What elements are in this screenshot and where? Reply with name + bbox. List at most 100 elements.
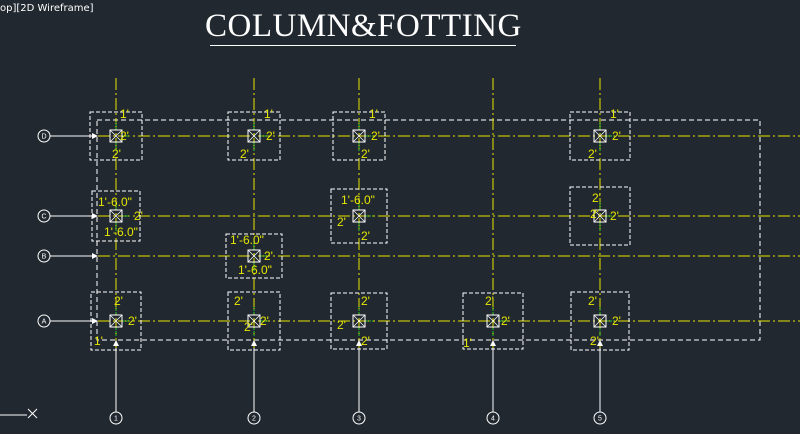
column-square [109,314,123,328]
footing-d5: 1' 2' 2' [569,107,631,161]
dimension-label: 1'-6.0" [98,195,132,209]
arrow-icon [92,213,98,219]
column-hatch [352,209,366,223]
column-hatch [593,314,607,328]
dimension-label: 1' [94,334,103,348]
grid-lines [58,78,800,398]
dimension-label: 2' [592,191,601,205]
viewport-label[interactable]: op][2D Wireframe] [0,3,94,14]
grid-bubble-label: 4 [491,416,495,423]
outline-rect [96,119,761,341]
footing-d3: 1' 2'2' [332,107,386,161]
footings-layer: 1'2'2'1'2'2'1'2'2'1'2'2'1'-6.0"1'-6.0"2'… [89,107,631,351]
column-hatch [486,314,500,328]
dimension-label: 1' [120,107,129,121]
dimension-label: 2' [588,147,597,161]
grid-bubble-label: A [42,319,47,326]
dimension-label: 1'-6.0" [230,233,264,247]
column-square [247,129,261,143]
dimension-label: 2' [266,129,275,143]
dimension-label: 2' [590,207,599,221]
footing-outline [569,111,631,161]
dimension-label: 2' [501,314,510,328]
column-square [593,129,607,143]
grid-bubble-label: C [41,214,46,221]
dimension-label: 2' [361,229,370,243]
column-square [486,314,500,328]
column-hatch [109,129,123,143]
column-hatch [352,314,366,328]
grid-bubble-label: B [42,254,47,261]
column-hatch [593,209,607,223]
dimension-label: 2' [588,294,597,308]
column-hatch [247,129,261,143]
column-hatch [109,209,123,223]
footing-outline [225,233,283,279]
arrow-icon [356,340,362,346]
dimension-label: 2' [361,294,370,308]
column-square [247,314,261,328]
grid-bubble-label: D [41,134,46,141]
dimension-label: 1' [264,107,273,121]
dimension-label: 2' [361,147,370,161]
column-square [109,209,123,223]
grid-bubbles-layer: D C B A 1 2 3 4 5 [37,129,607,425]
arrow-icon [92,253,98,259]
grid-bubble-label: 1 [114,416,118,423]
arrow-icon [113,340,119,346]
dimension-label: 2' [260,314,269,328]
column-square [247,249,261,263]
dimension-label: 1'-6.0" [238,263,272,277]
column-hatch [109,314,123,328]
grid-bubble-label: 5 [598,416,602,423]
arrow-icon [92,318,98,324]
column-hatch [247,314,261,328]
column-square [352,129,366,143]
dimension-label: 2' [112,147,121,161]
dimension-label: 2' [114,294,123,308]
dimension-label: 2' [244,320,253,334]
footing-c3: 1'-6.0"2'2' [330,188,388,244]
dimension-label: 2' [264,249,273,263]
title-underline [210,45,516,46]
grid-bubble-label: 2 [252,416,256,423]
dimension-label: 2' [361,334,370,348]
footing-outline [330,188,388,244]
footing-d2: 1' 2' 2' [227,107,281,161]
footing-c5: 2' 2' 2' [569,186,631,246]
column-hatch [247,249,261,263]
dimension-label: 2' [610,209,619,223]
column-square [109,129,123,143]
arrow-icon [92,133,98,139]
dimension-label: 2' [590,334,599,348]
column-square [593,314,607,328]
dimension-label: 2' [612,129,621,143]
dimension-label: 2' [128,314,137,328]
footing-c1: 1'-6.0"1'-6.0"2' [91,190,143,242]
dimension-label: 1'-6.0" [341,193,375,207]
arrow-icon [251,340,257,346]
footing-outline [332,111,386,161]
dimension-label: 2' [120,129,129,143]
dimension-label: 1' [369,107,378,121]
drawing-title: COLUMN&FOTTING [205,8,522,44]
dimension-label: 1'-6.0" [104,225,138,239]
dimension-label: 2' [371,129,380,143]
building-outline [96,119,761,341]
dimension-label: 1' [463,336,472,350]
dimension-label: 1' [610,107,619,121]
footing-b2: 1'-6.0" 1'-6.0"2' [225,233,283,279]
dimension-label: 2' [337,318,346,332]
dimension-label: 2' [240,147,249,161]
footing-outline [227,111,281,161]
grid-bubble-label: 3 [357,416,361,423]
column-square [352,314,366,328]
column-hatch [352,129,366,143]
footing-a4: 2'2'1' [462,292,524,350]
dimension-label: 2' [612,314,621,328]
arrow-icon [490,340,496,346]
column-square [593,209,607,223]
dimension-label: 2' [134,209,143,223]
footing-outline [569,186,631,246]
